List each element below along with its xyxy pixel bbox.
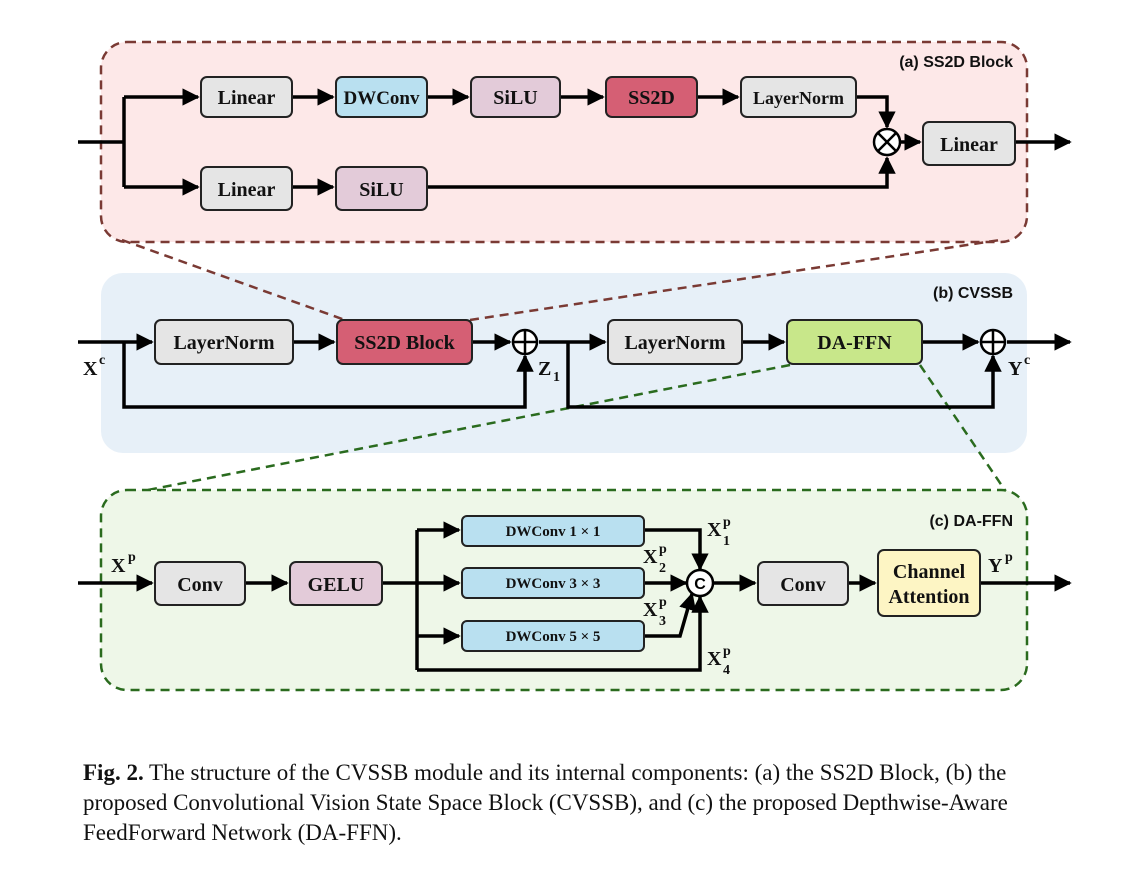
svg-text:X: X <box>707 519 722 541</box>
svg-text:p: p <box>1005 550 1013 565</box>
ss2d-silu-top-block: SiLU <box>470 76 561 118</box>
svg-text:SiLU: SiLU <box>359 179 403 201</box>
x3-label: X p 3 <box>643 595 667 629</box>
svg-text:LayerNorm: LayerNorm <box>753 88 844 108</box>
svg-text:p: p <box>128 550 136 565</box>
svg-text:SS2D Block: SS2D Block <box>354 332 455 354</box>
cvssb-layernorm2-block: LayerNorm <box>607 319 743 365</box>
svg-text:p: p <box>723 515 731 530</box>
add-icon <box>511 328 539 356</box>
svg-text:Channel: Channel <box>893 561 966 583</box>
svg-text:LayerNorm: LayerNorm <box>624 332 725 354</box>
svg-text:DA-FFN: DA-FFN <box>817 332 892 354</box>
cvssb-connectors <box>78 333 1072 409</box>
daffn-conv-in-block: Conv <box>154 561 246 606</box>
svg-text:DWConv: DWConv <box>343 88 420 109</box>
x2-label: X p 2 <box>643 542 667 576</box>
daffn-connectors <box>78 521 1072 672</box>
xc-label: X c <box>83 353 105 380</box>
svg-text:p: p <box>723 644 731 659</box>
svg-text:Y: Y <box>988 555 1003 577</box>
zoom-connectors <box>121 238 1017 506</box>
daffn-panel-title: (c) DA-FFN <box>929 513 1013 530</box>
figure-caption: Fig. 2. The structure of the CVSSB modul… <box>83 758 1083 848</box>
svg-text:Linear: Linear <box>940 134 998 156</box>
svg-text:X: X <box>643 599 658 621</box>
architecture-diagram: (a) SS2D Block Linear DWConv SiLU SS2D L… <box>78 40 1072 692</box>
svg-text:LayerNorm: LayerNorm <box>173 332 274 354</box>
ss2d-connectors <box>78 88 1072 196</box>
x4-label: X p 4 <box>707 644 731 678</box>
svg-text:1: 1 <box>723 534 730 549</box>
svg-text:c: c <box>1024 353 1030 368</box>
ss2d-linear-out-block: Linear <box>922 121 1016 166</box>
x1-label: X p 1 <box>707 515 731 549</box>
cvssb-panel-title: (b) CVSSB <box>933 285 1013 302</box>
svg-text:C: C <box>694 576 706 593</box>
svg-text:Y: Y <box>1008 358 1023 380</box>
yp-label: Y p <box>988 550 1013 577</box>
svg-text:4: 4 <box>723 663 730 678</box>
svg-text:DWConv 5 × 5: DWConv 5 × 5 <box>506 629 601 645</box>
svg-text:p: p <box>659 542 667 557</box>
svg-text:c: c <box>99 353 105 368</box>
svg-text:2: 2 <box>659 561 666 576</box>
ss2d-linear-bottom-block: Linear <box>200 166 293 211</box>
concat-icon: C <box>685 568 715 598</box>
figure-caption-text: The structure of the CVSSB module and it… <box>83 760 1008 845</box>
multiply-icon <box>872 127 902 157</box>
dwconv-5x5-block: DWConv 5 × 5 <box>461 620 645 652</box>
svg-text:X: X <box>111 555 126 577</box>
ss2d-panel-title: (a) SS2D Block <box>899 54 1013 71</box>
gelu-block: GELU <box>289 561 383 606</box>
channel-attention-block: Channel Attention <box>877 549 981 617</box>
svg-text:GELU: GELU <box>308 574 365 596</box>
cvssb-layernorm1-block: LayerNorm <box>154 319 294 365</box>
cvssb-ss2d-block: SS2D Block <box>336 319 473 365</box>
svg-text:DWConv 1 × 1: DWConv 1 × 1 <box>506 524 601 540</box>
add-icon <box>979 328 1007 356</box>
daffn-conv-out-block: Conv <box>757 561 849 606</box>
svg-text:1: 1 <box>553 370 560 385</box>
ss2d-core-block: SS2D <box>605 76 698 118</box>
dwconv-block: DWConv <box>335 76 428 118</box>
dwconv-1x1-block: DWConv 1 × 1 <box>461 515 645 547</box>
ss2d-linear-top-block: Linear <box>200 76 293 118</box>
svg-text:Conv: Conv <box>780 574 826 596</box>
svg-text:Z: Z <box>538 358 551 380</box>
svg-text:Attention: Attention <box>888 586 969 608</box>
ss2d-silu-bottom-block: SiLU <box>335 166 428 211</box>
svg-text:SiLU: SiLU <box>493 87 537 109</box>
svg-text:Linear: Linear <box>218 87 276 109</box>
ss2d-layernorm-block: LayerNorm <box>740 76 857 118</box>
svg-text:SS2D: SS2D <box>628 87 675 109</box>
cvssb-daffn-block: DA-FFN <box>786 319 923 365</box>
figure-label: Fig. 2. <box>83 760 144 785</box>
svg-text:X: X <box>643 546 658 568</box>
svg-text:3: 3 <box>659 614 666 629</box>
xp-label: X p <box>111 550 136 577</box>
dwconv-3x3-block: DWConv 3 × 3 <box>461 567 645 599</box>
svg-text:DWConv 3 × 3: DWConv 3 × 3 <box>506 576 601 592</box>
svg-text:p: p <box>659 595 667 610</box>
svg-text:X: X <box>83 358 98 380</box>
yc-label: Y c <box>1008 353 1030 380</box>
svg-text:X: X <box>707 648 722 670</box>
z1-label: Z 1 <box>538 358 560 385</box>
svg-text:Linear: Linear <box>218 179 276 201</box>
svg-text:Conv: Conv <box>177 574 223 596</box>
